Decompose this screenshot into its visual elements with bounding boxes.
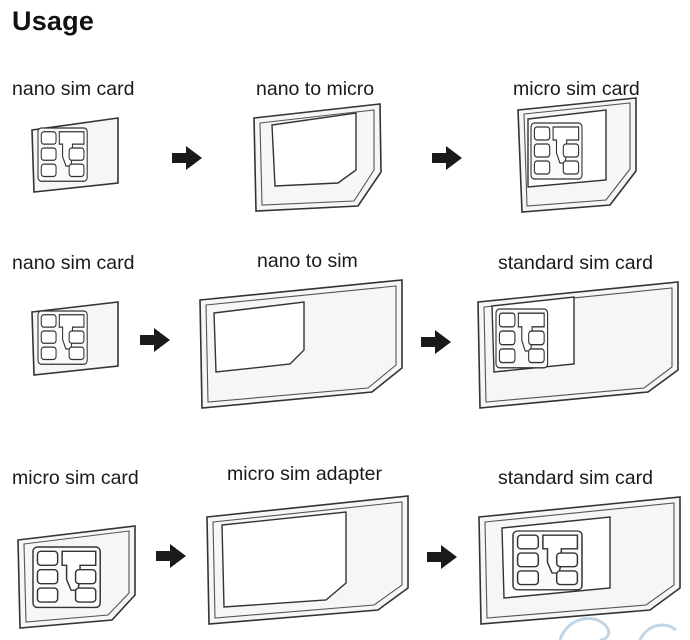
label-row3-source: micro sim card [12,467,139,489]
arrow-right-icon [140,328,170,352]
nano-to-sim-adapter-icon [199,279,403,409]
label-row1-source: nano sim card [12,78,135,100]
arrow-right-icon [432,146,462,170]
nano-sim-card-icon [31,301,119,376]
arrow-right-icon [427,545,457,569]
label-row2-source: nano sim card [12,252,135,274]
label-row1-result: micro sim card [513,78,640,100]
arrow-right-icon [172,146,202,170]
standard-sim-card-icon [477,281,679,409]
nano-sim-card-icon [31,117,119,193]
label-row3-adapter: micro sim adapter [227,463,382,485]
standard-sim-card-icon [478,496,681,625]
decorative-swirl-icon [558,616,677,640]
page-title: Usage [12,6,95,36]
label-row1-adapter: nano to micro [256,78,375,100]
label-row3-result: standard sim card [498,467,653,489]
nano-to-micro-adapter-icon [253,103,382,212]
micro-sim-card-icon [17,525,136,629]
micro-sim-card-icon [517,97,637,213]
arrow-right-icon [421,330,451,354]
label-row2-result: standard sim card [498,252,653,274]
label-row2-adapter: nano to sim [257,250,358,272]
arrow-right-icon [156,544,186,568]
micro-sim-adapter-icon [206,495,409,625]
